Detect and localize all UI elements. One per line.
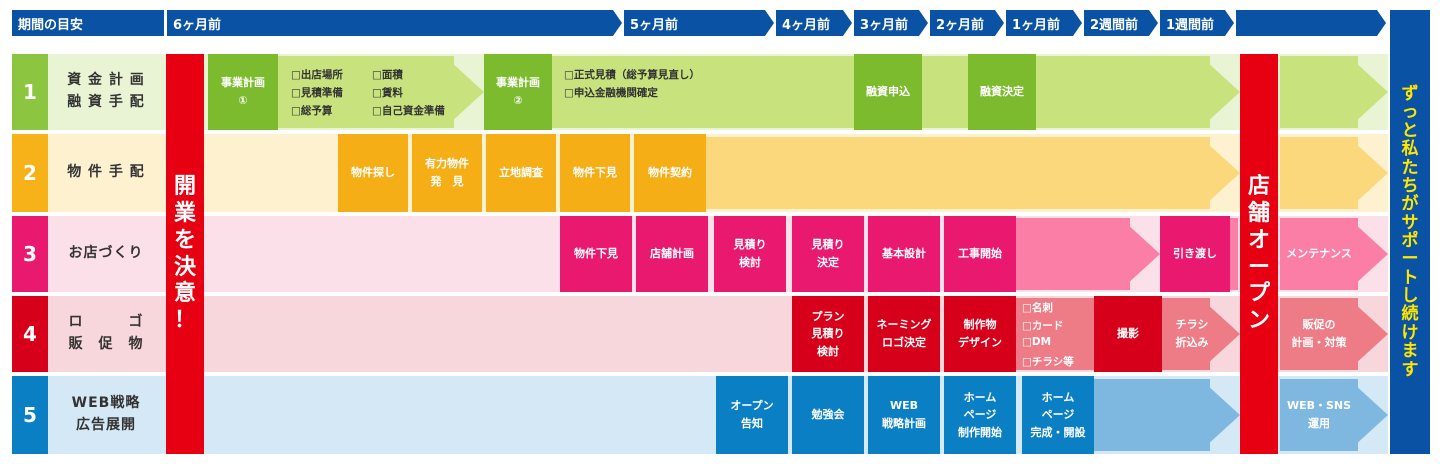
plan-estimate-review: プラン 見積り 検討: [792, 296, 864, 372]
check-formal-estimate: □正式見積（総予算見直し）: [564, 69, 700, 81]
loan-decision: 融資決定: [968, 54, 1036, 130]
row-2-band: [700, 137, 1240, 209]
store-planning: 店舗計画: [636, 216, 708, 292]
row-1-band-a: [276, 56, 484, 128]
store-opening-label: 店舗オープン: [1247, 174, 1270, 333]
row-2-label: 物 件 手 配: [67, 164, 145, 181]
header-2-weeks: 2週間前: [1084, 10, 1158, 36]
row-1-number: 1: [12, 54, 48, 130]
check-store-location: □出店場所: [291, 69, 343, 81]
location-survey: 立地調査: [486, 134, 556, 212]
check-total-budget: □総予算: [291, 105, 333, 117]
decide-to-open-label: 開業を決意！: [173, 174, 196, 333]
check-dm: □DM: [1022, 336, 1052, 348]
header-2-months: 2ヶ月前: [930, 10, 1004, 36]
homepage-production-start: ホーム ページ 制作開始: [944, 376, 1016, 454]
property-preview: 物件下見: [560, 134, 630, 212]
study-session: 勉強会: [792, 376, 864, 454]
handover: 引き渡し: [1160, 216, 1230, 292]
check-rent: □賃料: [372, 87, 403, 99]
construction-start: 工事開始: [944, 216, 1016, 292]
check-estimate-prep: □見積準備: [291, 87, 343, 99]
check-bank-confirm: □申込金融機関確定: [564, 87, 658, 99]
row-3-label: お店づくり: [68, 245, 144, 262]
business-plan-2: 事業計画 ②: [484, 54, 552, 130]
support-bar: ずっと私たちがサポートし続けます: [1390, 10, 1430, 454]
opening-announcement: オープン 告知: [716, 376, 788, 454]
header-1-week: 1週間前: [1160, 10, 1234, 36]
support-label: ずっと私たちがサポートし続けます: [1401, 84, 1419, 380]
basic-design: 基本設計: [868, 216, 940, 292]
header-4-months: 4ヶ月前: [776, 10, 852, 36]
row-4-number: 4: [12, 296, 48, 372]
property-contract: 物件契約: [634, 134, 706, 212]
r3-property-preview: 物件下見: [560, 216, 632, 292]
check-flyers: □チラシ等: [1022, 356, 1074, 368]
naming-logo-decision: ネーミング ロゴ決定: [868, 296, 940, 372]
estimate-review: 見積り 検討: [714, 216, 786, 292]
row-5-number: 5: [12, 376, 48, 454]
row-3-band-tail: [1228, 218, 1238, 290]
check-own-funds: □自己資金準備: [372, 105, 445, 117]
header-5-months: 5ヶ月前: [624, 10, 774, 36]
flyer-insert: チラシ 折込み: [1175, 318, 1209, 349]
business-plan-1: 事業計画 ①: [208, 54, 278, 130]
property-search: 物件探し: [338, 134, 408, 212]
header-open-arrow: [1236, 10, 1386, 36]
header-1-month: 1ヶ月前: [1006, 10, 1082, 36]
row-4-label: ロ ゴ 販 促 物: [68, 314, 144, 352]
row-5-label: WEB戦略 広告展開: [71, 395, 141, 433]
row-1-label: 資 金 計 画 融 資 手 配: [67, 72, 145, 110]
check-card: □カード: [1022, 320, 1064, 332]
check-floor-area: □面積: [372, 69, 403, 81]
web-strategy-plan: WEB 戦略計画: [868, 376, 940, 454]
estimate-decision: 見積り 決定: [792, 216, 864, 292]
header-period: 期間の目安: [12, 10, 164, 36]
loan-application: 融資申込: [854, 54, 922, 130]
photo-shoot: 撮影: [1094, 296, 1162, 372]
store-opening-bar: 店舗オープン: [1240, 54, 1278, 454]
row-3-number: 3: [12, 216, 48, 292]
check-business-card: □名刺: [1022, 302, 1053, 314]
decide-to-open-bar: 開業を決意！: [166, 54, 204, 454]
print-material-design: 制作物 デザイン: [944, 296, 1016, 372]
promising-property-found: 有力物件 発 見: [412, 134, 482, 212]
homepage-launch: ホーム ページ 完成・開設: [1022, 376, 1094, 454]
header-3-months: 3ヶ月前: [854, 10, 928, 36]
row-2-number: 2: [12, 134, 48, 212]
header-6-months: 6ヶ月前: [167, 10, 622, 36]
